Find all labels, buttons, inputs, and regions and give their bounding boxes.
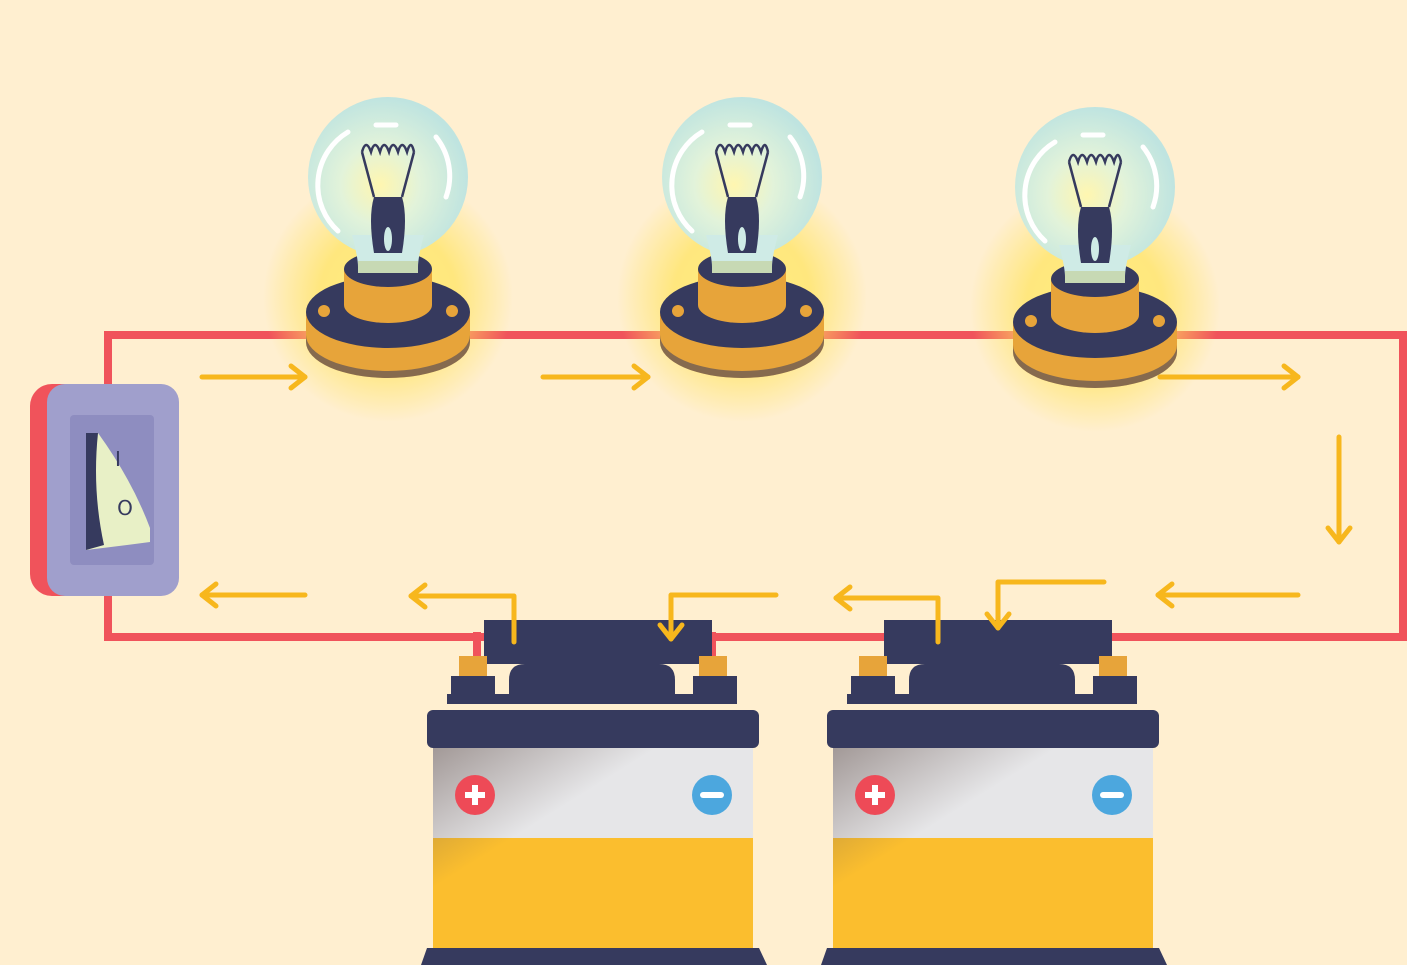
- battery-2: [821, 656, 1167, 965]
- battery-1: [421, 656, 767, 965]
- arrow-left-icon: [833, 584, 941, 645]
- switch-on-mark: I: [115, 447, 121, 471]
- switch-rocker[interactable]: [86, 433, 150, 550]
- arrow-left-icon: [199, 581, 308, 609]
- arrow-right-icon: [199, 363, 308, 391]
- switch-off-mark: O: [117, 496, 133, 520]
- arrow-down-icon: [984, 579, 1107, 631]
- circuit-wire: [104, 331, 1407, 682]
- arrow-down-icon: [1325, 434, 1353, 545]
- arrow-right-icon: [1157, 363, 1301, 391]
- switch-rocker-shadow: [86, 433, 104, 550]
- arrow-right-icon: [540, 363, 651, 391]
- arrow-left-icon: [1155, 581, 1301, 609]
- current-flow-arrows: [199, 363, 1353, 645]
- arrow-left-icon: [408, 582, 517, 645]
- connector-bar-left: [484, 620, 712, 664]
- arrow-down-icon: [657, 592, 779, 642]
- wire-top: [104, 331, 1407, 641]
- switch[interactable]: I O: [30, 384, 179, 596]
- wire-bottom-left: [104, 590, 484, 641]
